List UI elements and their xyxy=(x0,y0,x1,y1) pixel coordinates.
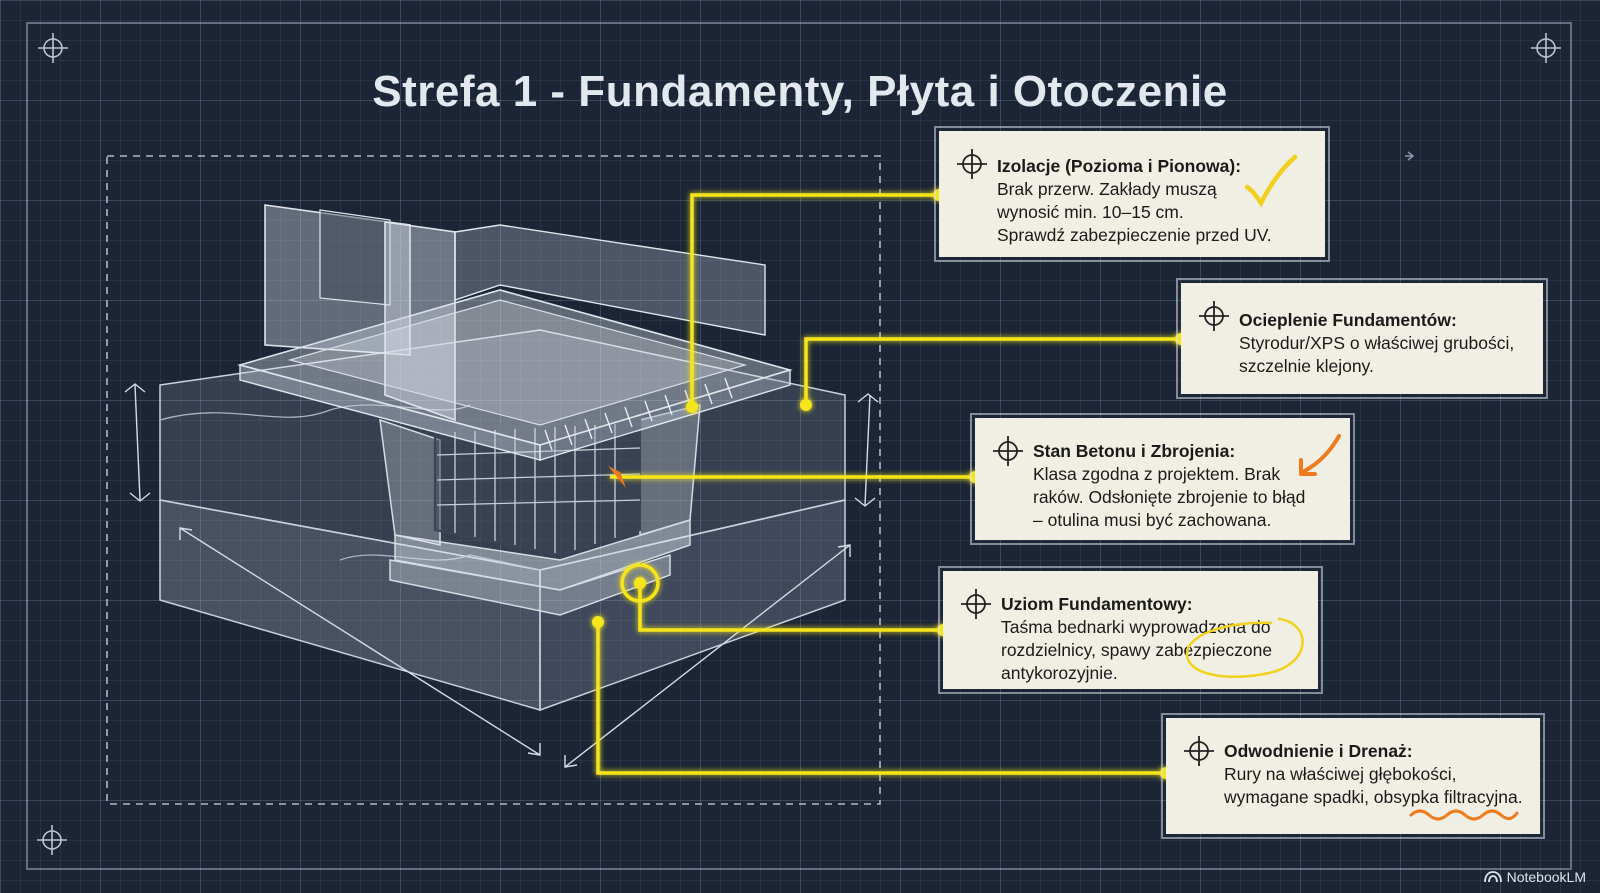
arrow-mark-icon xyxy=(1299,434,1341,476)
callout-heading: Stan Betonu i Zbrojenia: xyxy=(1033,441,1236,461)
callout-body: Klasa zgodna z projektem. Brak raków. Od… xyxy=(1033,464,1306,530)
connector-izolacje xyxy=(690,193,939,407)
corner-crosshair-icon xyxy=(37,32,69,64)
highlight-ellipse-icon xyxy=(1185,617,1304,678)
callout-body: Brak przerw. Zakłady muszą wynosić min. … xyxy=(997,179,1272,245)
small-arrow-icon xyxy=(1405,151,1415,161)
crosshair-target-icon xyxy=(957,149,987,179)
endpoint-dot xyxy=(686,401,698,413)
callout-izolacje: Izolacje (Pozioma i Pionowa): Brak przer… xyxy=(934,126,1330,262)
endpoint-dot xyxy=(800,399,812,411)
callout-heading: Odwodnienie i Drenaż: xyxy=(1224,741,1413,761)
connector-odwodnienie xyxy=(596,622,1166,775)
crosshair-target-icon xyxy=(961,589,991,619)
brand-label: NotebookLM xyxy=(1506,869,1586,885)
callout-beton: Stan Betonu i Zbrojenia: Klasa zgodna z … xyxy=(970,413,1355,545)
callout-heading: Izolacje (Pozioma i Pionowa): xyxy=(997,156,1242,176)
crosshair-target-icon xyxy=(1184,736,1214,766)
callout-body: Taśma bednarki wyprowadzona do rozdzieln… xyxy=(1001,617,1273,683)
callout-ocieplenie: Ocieplenie Fundamentów: Styrodur/XPS o w… xyxy=(1176,278,1548,399)
notebooklm-brand: NotebookLM xyxy=(1483,869,1586,885)
connector-ocieplenie xyxy=(804,337,1181,405)
endpoint-dot xyxy=(634,577,646,589)
callout-uziom: Uziom Fundamentowy: Taśma bednarki wypro… xyxy=(938,566,1323,694)
concrete-defect-marker-icon xyxy=(608,466,626,488)
callout-body: Styrodur/XPS o właściwej grubości, szcze… xyxy=(1239,333,1515,376)
grounding-highlight-ring xyxy=(620,563,660,603)
connector-uziom xyxy=(638,583,943,632)
crosshair-target-icon xyxy=(993,436,1023,466)
foundation-3d-model xyxy=(124,204,879,768)
corner-crosshair-icon xyxy=(1530,32,1562,64)
callout-odwodnienie: Odwodnienie i Drenaż: Rury na właściwej … xyxy=(1161,713,1545,839)
callout-heading: Uziom Fundamentowy: xyxy=(1001,594,1193,614)
dashed-drawing-boundary xyxy=(106,155,881,805)
notebooklm-logo-icon xyxy=(1483,871,1502,883)
squiggle-underline-icon xyxy=(1409,809,1519,821)
blueprint-frame xyxy=(26,22,1572,870)
callout-connectors xyxy=(596,193,1181,775)
page-title: Strefa 1 - Fundamenty, Płyta i Otoczenie xyxy=(372,67,1228,117)
checkmark-icon xyxy=(1244,154,1298,208)
callout-heading: Ocieplenie Fundamentów: xyxy=(1239,310,1457,330)
corner-crosshair-icon xyxy=(36,824,68,856)
endpoint-dot xyxy=(592,616,604,628)
callout-body: Rury na właściwej głębokości, wymagane s… xyxy=(1224,764,1523,807)
crosshair-target-icon xyxy=(1199,301,1229,331)
